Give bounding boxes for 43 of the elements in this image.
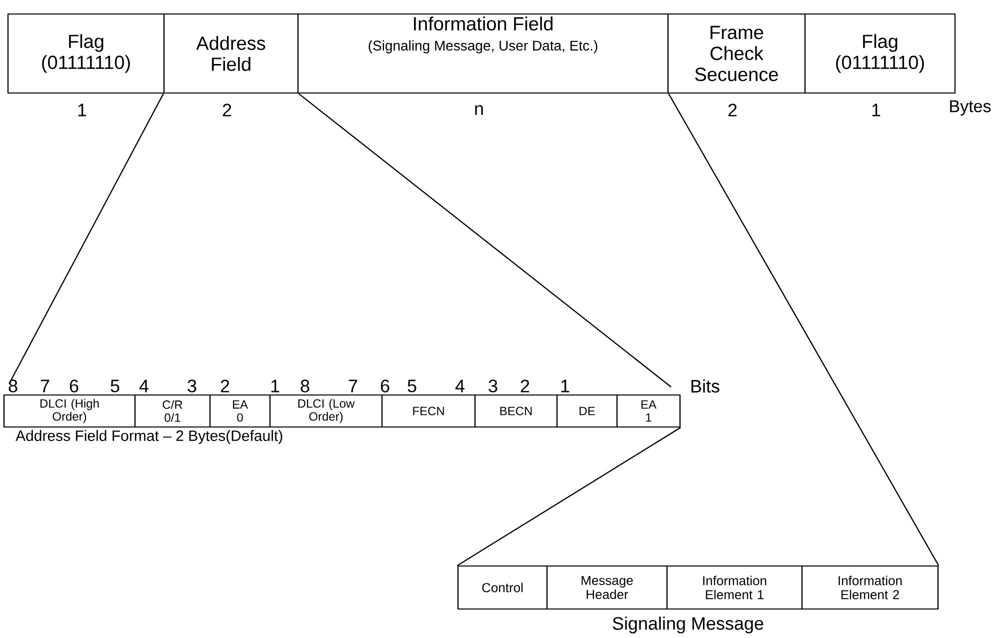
field-cell: EA 0 — [209, 394, 271, 428]
zoom-line — [668, 93, 940, 566]
field-cell: Frame Check Secuence — [667, 13, 806, 94]
bit-number: 2 — [520, 380, 530, 392]
bit-number: 3 — [488, 380, 498, 392]
field-cell: DLCI (High Order) — [3, 394, 136, 428]
field-cell: DLCI (Low Order) — [269, 394, 383, 428]
zoom-line — [457, 427, 681, 566]
bit-number: 1 — [271, 380, 280, 392]
field-cell: Flag (01111110) — [804, 13, 956, 94]
byte-count: 2 — [728, 104, 737, 116]
field-cell: Information Field (Signaling Message, User Data, Etc.) — [297, 13, 669, 94]
bit-number: 4 — [455, 380, 464, 392]
bit-number: 1 — [561, 380, 570, 392]
zoom-line — [8, 93, 164, 384]
bit-number: 7 — [348, 380, 358, 392]
byte-count: n — [475, 105, 483, 115]
bit-number: 3 — [188, 380, 196, 392]
field-cell: C/R 0/1 — [134, 394, 211, 428]
bit-number: 2 — [220, 380, 230, 392]
byte-count: 1 — [78, 104, 86, 116]
field-cell: Information Element 2 — [801, 565, 939, 610]
byte-count: 2 — [222, 104, 232, 116]
field-cell: Control — [457, 565, 548, 610]
field-cell: Message Header — [546, 565, 668, 610]
bit-number: 4 — [139, 380, 148, 392]
unit-label: Bits — [691, 379, 720, 393]
field-cell: BECN — [474, 394, 558, 428]
field-cell: FECN — [381, 394, 476, 428]
bit-number: 8 — [300, 380, 310, 392]
node-label: Address Field Format – 2 Bytes(Default) — [16, 430, 282, 444]
field-cell: EA 1 — [616, 394, 681, 428]
zoom-line — [298, 93, 672, 388]
bit-number: 6 — [380, 380, 390, 392]
bit-number: 5 — [110, 380, 120, 392]
field-cell: Flag (01111110) — [7, 13, 165, 94]
node-label: Signaling Message — [612, 616, 764, 634]
field-cell: Address Field — [163, 13, 299, 94]
byte-count: 1 — [872, 104, 880, 116]
field-cell: Information Element 1 — [666, 565, 803, 610]
bit-number: 5 — [408, 380, 416, 392]
unit-label: Bytes — [950, 100, 991, 116]
field-cell: DE — [556, 394, 618, 428]
